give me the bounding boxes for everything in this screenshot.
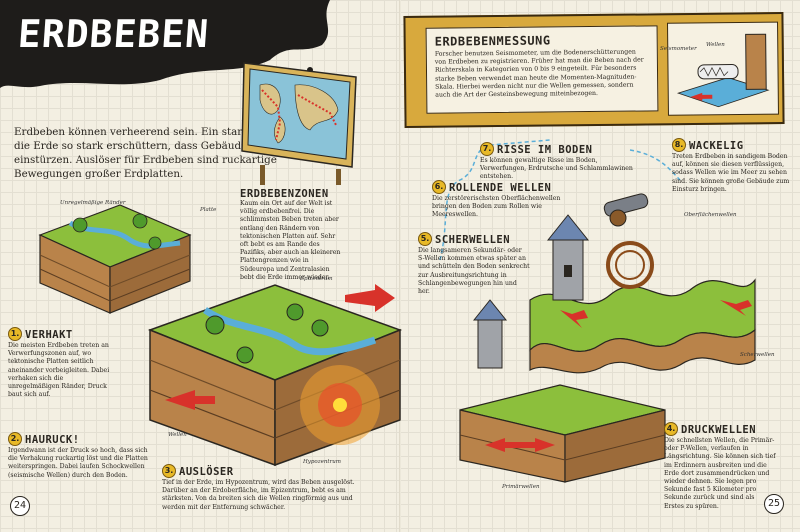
step-2-text: Irgendwann ist der Druck so hoch, dass s… (8, 447, 148, 479)
label-wellen-left: Wellen (168, 432, 187, 438)
step-3-text: Tief in der Erde, im Hypozentrum, wird d… (162, 479, 355, 511)
step-8: 8.WACKELIG Treten Erdbeben in sandigem B… (672, 134, 790, 194)
step-1-number: 1. (8, 326, 22, 341)
castle-tower-illustration (472, 299, 508, 369)
step-6-text: Die zerstörerischsten Oberflächenwellen … (432, 195, 561, 219)
step-4-number: 4. (664, 421, 678, 436)
step-1-heading: VERHAKT (25, 329, 73, 341)
measurement-text: Forscher benutzen Seismometer, um die Bo… (434, 48, 644, 99)
step-6: 6.ROLLENDE WELLEN Die zerstörerischsten … (432, 176, 582, 220)
step-2: 2.HAURUCK! Irgendwann ist der Druck so h… (8, 428, 158, 480)
world-map-sign (241, 62, 357, 185)
cannon-illustration (603, 193, 649, 227)
block-verhakt-illustration (38, 204, 192, 314)
zones-box: ERDBEBENZONEN Kaum ein Ort auf der Welt … (240, 188, 342, 282)
measurement-text-box: ERDBEBENMESSUNG Forscher benutzen Seismo… (425, 25, 659, 114)
label-scherwellen: Scherwellen (740, 352, 775, 358)
step-4: 4.DRUCKWELLEN Die schnellsten Wellen, di… (664, 418, 776, 511)
step-5-number: 5. (418, 231, 432, 246)
step-4-heading: DRUCKWELLEN (681, 424, 757, 436)
page-number-left: 24 (10, 496, 30, 516)
label-epizentrum: Epizentrum (300, 276, 333, 282)
zones-heading: ERDBEBENZONEN (240, 188, 329, 200)
waves-terrain-illustration (529, 241, 756, 374)
step-6-heading: ROLLENDE WELLEN (449, 182, 552, 194)
castle-illustration (546, 214, 590, 301)
step-7: 7.RISSE IM BODEN Es können gewaltige Ris… (480, 138, 640, 182)
step-1-text: Die meisten Erdbeben treten an Verwerfun… (8, 342, 110, 399)
step-3-heading: AUSLÖSER (179, 466, 234, 478)
step-7-text: Es können gewaltige Risse im Boden, Verw… (480, 157, 633, 181)
step-5-text: Die langsameren Sekundär- oder S-Wellen … (418, 247, 530, 296)
step-3-number: 3. (162, 463, 176, 478)
step-4-text: Die schnellsten Wellen, die Primär- oder… (664, 437, 776, 510)
step-7-heading: RISSE IM BODEN (497, 144, 593, 156)
measurement-panel: ERDBEBENMESSUNG Forscher benutzen Seismo… (403, 12, 785, 128)
step-3: 3.AUSLÖSER Tief in der Erde, im Hypozent… (162, 460, 374, 512)
label-measure-wellen: Wellen (706, 42, 725, 48)
step-8-number: 8. (672, 137, 686, 152)
step-2-heading: HAURUCK! (25, 434, 80, 446)
step-5: 5.SCHERWELLEN Die langsameren Sekundär- … (418, 228, 530, 296)
label-primaerwellen: Primärwellen (502, 484, 540, 490)
block-ausloeser-illustration (147, 284, 403, 467)
step-8-text: Treten Erdbeben in sandigem Boden auf, k… (672, 153, 790, 193)
block-druckwellen-illustration (459, 384, 666, 483)
label-hypozentrum: Hypozentrum (303, 459, 342, 465)
step-2-number: 2. (8, 431, 22, 446)
seismometer-illustration (667, 21, 779, 116)
measurement-heading: ERDBEBENMESSUNG (434, 33, 551, 49)
book-spine (399, 0, 401, 532)
label-platte: Platte (200, 207, 217, 213)
label-seismometer: Seismometer (660, 46, 697, 52)
step-8-heading: WACKELIG (689, 140, 744, 152)
label-oberflaechenwellen: Oberflächenwellen (684, 212, 737, 218)
step-6-number: 6. (432, 179, 446, 194)
step-5-heading: SCHERWELLEN (435, 234, 511, 246)
page-title: ERDBEBEN (16, 12, 211, 56)
label-unregelmaessig: Unregelmäßige Ränder (60, 200, 126, 206)
step-7-number: 7. (480, 141, 494, 156)
step-1: 1.VERHAKT Die meisten Erdbeben treten an… (8, 323, 116, 399)
page-number-right: 25 (764, 494, 784, 514)
zones-text: Kaum ein Ort auf der Welt ist völlig erd… (240, 200, 341, 281)
